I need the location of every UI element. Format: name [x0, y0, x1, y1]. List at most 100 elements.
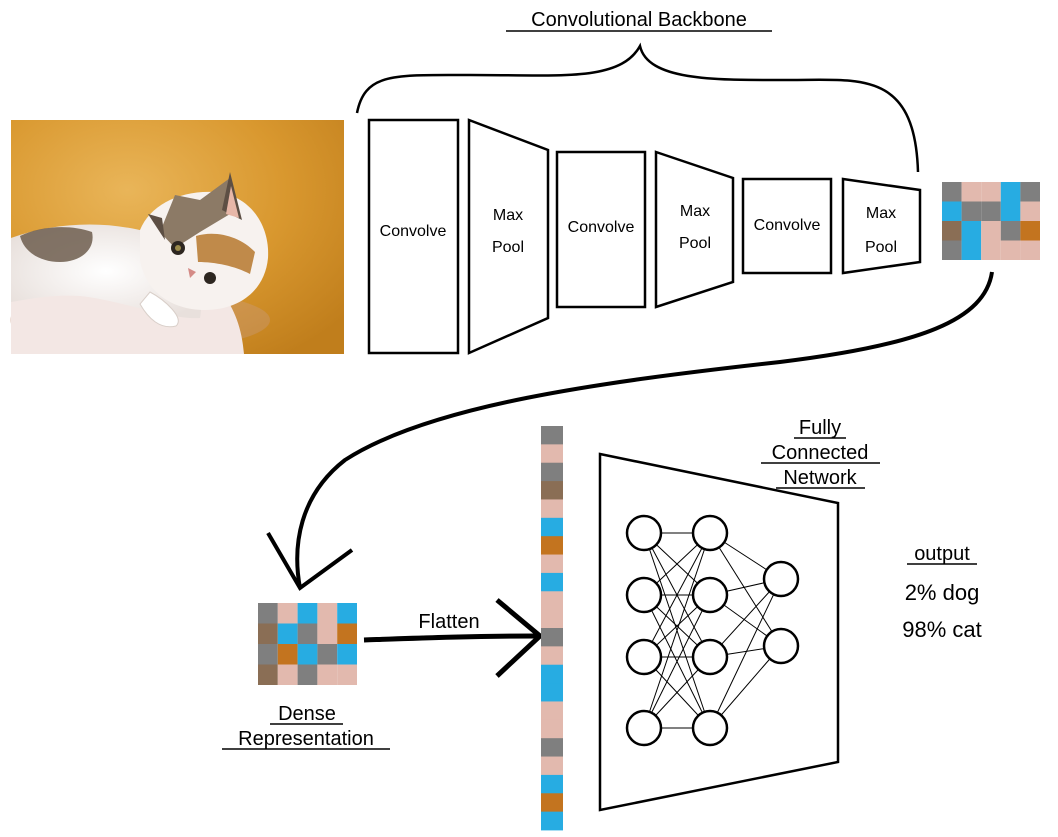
fc-label-line2: Connected	[772, 442, 869, 464]
vector-cell	[541, 426, 563, 445]
vector-cell	[541, 572, 563, 592]
maxpool-label-line1: Max	[493, 207, 523, 224]
nn-neuron	[762, 560, 800, 598]
vector-cell	[541, 646, 563, 666]
nn-edge	[643, 532, 711, 658]
vector-cell	[541, 683, 563, 702]
feature-cell	[297, 623, 318, 644]
kitten-orange-patch	[196, 233, 255, 274]
nn-neuron	[691, 709, 729, 747]
dense-label-line2: Representation	[238, 728, 374, 750]
feature-cell	[942, 182, 962, 202]
maxpool-label-line1: Max	[866, 205, 896, 222]
nn-neuron	[691, 514, 729, 552]
feature-cell	[317, 603, 338, 624]
vector-cell	[541, 664, 563, 684]
fc-network-trapezoid	[598, 452, 840, 812]
feature-cell	[981, 221, 1001, 241]
flatten-arrow-shaft	[363, 633, 539, 643]
backbone-brace	[355, 42, 920, 173]
vector-cell	[541, 591, 563, 611]
feature-cell	[1000, 182, 1021, 202]
maxpool-label-line1: Max	[680, 203, 710, 220]
feature-cell	[277, 644, 298, 665]
feature-cell	[297, 664, 318, 685]
vector-cell	[541, 536, 563, 555]
kitten-right-ear-inner	[226, 186, 239, 218]
vector-cell	[541, 481, 563, 500]
convolve-label: Convolve	[568, 219, 635, 236]
feature-cell	[297, 644, 318, 665]
dense-representation-grid	[258, 603, 357, 685]
feature-cell	[258, 623, 278, 644]
nn-edge	[643, 532, 711, 729]
flatten-arrow-head	[495, 598, 544, 678]
feature-cell	[961, 201, 982, 221]
feature-map-output	[942, 182, 1040, 260]
feature-cell	[1000, 201, 1021, 221]
dense-label-line1: Dense	[278, 703, 336, 725]
feature-cell	[961, 182, 982, 202]
connector-arrow-head	[266, 531, 354, 591]
feature-cell	[1000, 221, 1021, 241]
nn-edge	[643, 594, 711, 729]
convolve-block-shape	[555, 150, 647, 309]
maxpool-label-line2: Pool	[679, 235, 711, 252]
maxpool-block-1: Max Pool	[467, 118, 550, 355]
connector-arrow-curve	[295, 271, 994, 589]
output-cat-probability: 98% cat	[902, 617, 982, 642]
feature-cell	[942, 240, 962, 260]
maxpool-block-shape	[467, 118, 550, 355]
feature-cell	[277, 623, 298, 644]
maxpool-block-shape	[841, 177, 922, 275]
vector-cell	[541, 756, 563, 776]
feature-cell	[258, 603, 278, 624]
vector-cell	[541, 811, 563, 831]
feature-cell	[337, 644, 357, 665]
fc-label-line1: Fully	[799, 417, 841, 439]
maxpool-block-2: Max Pool	[654, 150, 735, 309]
output-title: output	[914, 543, 970, 565]
feature-cell	[317, 644, 338, 665]
kitten-left-ear	[148, 214, 165, 240]
kitten-nose	[188, 268, 196, 278]
output-dog-probability: 2% dog	[905, 580, 980, 605]
feature-cell	[961, 221, 982, 241]
flatten-label: Flatten	[418, 611, 479, 633]
convolve-block-shape	[367, 118, 460, 355]
kitten-back-patch	[20, 227, 93, 262]
nn-edge	[709, 532, 782, 647]
nn-neuron	[691, 638, 729, 676]
flattened-vector	[541, 426, 563, 831]
vector-cell	[541, 517, 563, 537]
feature-cell	[942, 221, 962, 241]
feature-cell	[317, 623, 338, 644]
feature-cell	[981, 201, 1001, 221]
feature-cell	[337, 603, 357, 624]
vector-cell	[541, 554, 563, 574]
convolve-label: Convolve	[380, 223, 447, 240]
nn-neuron	[762, 627, 800, 665]
convolve-block-shape	[741, 177, 833, 275]
vector-cell	[541, 499, 563, 519]
neural-network	[625, 514, 800, 747]
nn-neuron	[625, 576, 663, 614]
feature-cell	[277, 603, 298, 624]
input-image	[10, 120, 344, 354]
fc-label-line3: Network	[783, 467, 857, 489]
feature-cell	[317, 664, 338, 685]
feature-cell	[1020, 240, 1040, 260]
nn-neuron	[625, 709, 663, 747]
feature-cell	[981, 182, 1001, 202]
feature-cell	[258, 664, 278, 685]
maxpool-label-line2: Pool	[492, 239, 524, 256]
vector-cell	[541, 701, 563, 721]
nn-edge	[709, 578, 782, 729]
feature-cell	[1020, 201, 1040, 221]
vector-cell	[541, 462, 563, 482]
kitten-head-tabby	[160, 178, 230, 248]
convolve-block-1: Convolve	[367, 118, 460, 355]
kitten-right-eye	[204, 272, 216, 284]
